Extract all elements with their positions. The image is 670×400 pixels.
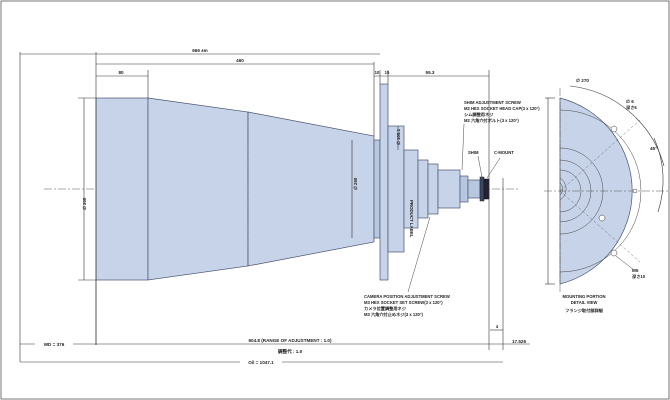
detail-hole-depth: 深さ6 [626,104,637,111]
shim [479,176,485,202]
c-mount-label: C-MOUNT [494,150,514,155]
rear-step-2 [427,163,439,215]
product-label: PRODUCT LABEL [409,200,414,238]
detail-jp-title: フランジ取付部詳細 [565,307,603,314]
detail-subtitle: DETAIL VIEW [571,300,598,305]
camera-adapter [459,175,469,203]
rear-step-1 [417,159,429,219]
dim-c-offset: 4 [496,324,499,329]
adjustment-jp-label: 調整代 : 1.0 [278,348,303,355]
bolt-hole-mid [598,214,606,222]
dim-front-label: 80 [118,70,124,75]
camera-screw-jp1: カメラ位置調整用ネジ [364,305,407,312]
oil-label: Oil = 1047.1 [248,360,274,365]
front-barrel [95,97,149,281]
dim-overall-label: 666 ±m [192,48,208,53]
detail-hole-dia: ∅ 6 [626,99,634,104]
adjustment-label: 604.8 (RANGE OF ADJUSTMENT : 1.0) [248,338,332,343]
bolt-hole-top [610,125,618,133]
bolt-hole-bottom [610,249,618,257]
dim-body-label: 460 [236,58,244,63]
detail-angle: 45° [650,146,657,151]
dim-front-dia: ∅ 300 [82,197,87,210]
shim-label: SHIM [468,150,479,155]
adapter-ring [467,179,481,199]
shim-screw-jp2: M2 六角穴付ボルト(3 x 120°) [464,117,519,124]
camera-screw-spec: M3 HEX SOCKET SET SCREW(3 x 120°) [364,300,443,305]
camera-screw-jp2: M3 六角穴付止めネジ(3 x 120°) [364,311,424,318]
c-mount [483,178,490,200]
detail-flange-dia: ∅ 270 [576,78,589,83]
dim-gap-b: 15 [385,70,390,75]
shim-screw-title: SHIM ADJUSTMENT SCREW [464,100,521,105]
shim-screw-jp1: シム調整用ネジ [464,111,494,118]
front-taper [147,97,249,281]
camera-screw-title: CAMERA POSITION ADJUSTMENT SCREW [364,294,450,299]
detail-thread-depth: 深さ10 [632,273,646,280]
dim-mid-dia: ∅ 260 [353,177,358,190]
dim-flange-small: ∅ 105.1 [396,128,401,145]
rear-neck [437,169,461,209]
dim-rear: 55.3 [426,70,435,75]
detail-title: MOUNTING PORTION [562,294,605,299]
mounting-flange [379,83,389,281]
wd-label: WD = 376 [44,342,65,347]
detail-thread: M5 [632,268,639,273]
mounting-detail-view [544,85,668,294]
dim-gap-a: 10 [375,70,380,75]
shim-screw-spec: M2 HEX SOCKET HEAD CAP(3 x 120°) [464,106,540,111]
flange-ring [373,139,381,239]
flange-back-label: 17.526 [512,339,526,344]
